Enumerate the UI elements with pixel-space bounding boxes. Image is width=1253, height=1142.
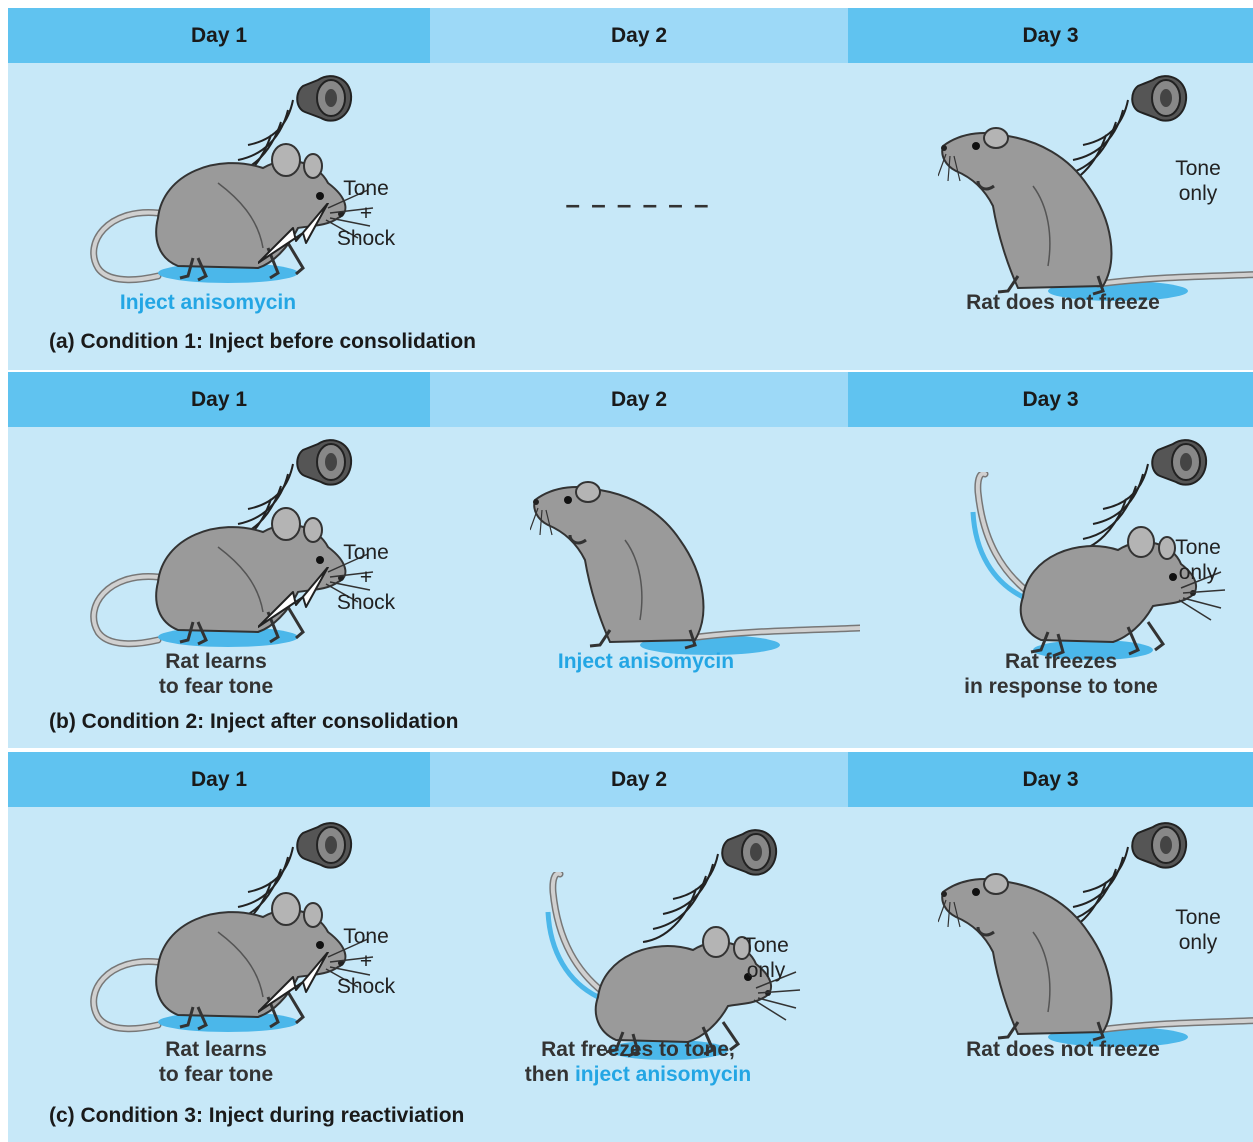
condition-1-panel: Day 1 Day 2 Day 3 Tone + Shock Inject an… (8, 8, 1253, 370)
outcome-label-line-2: then inject anisomycin (468, 1062, 808, 1087)
outcome-label: Rat does not freeze (913, 290, 1213, 315)
day-3-header: Day 3 (848, 8, 1253, 63)
stimulus-tone: Tone (1158, 905, 1238, 930)
outcome-label-line-1: Rat learns (66, 1037, 366, 1062)
rat-icon (938, 872, 1253, 1052)
day-header-row: Day 1 Day 2 Day 3 (8, 752, 1253, 807)
stimulus-shock: Shock (326, 974, 406, 999)
inject-anisomycin-label: inject anisomycin (575, 1063, 751, 1086)
stimulus-only: only (726, 958, 806, 983)
stimulus-tone: Tone (726, 933, 806, 958)
stimulus-shock: Shock (326, 226, 406, 251)
day-3-header: Day 3 (848, 372, 1253, 427)
stimulus-tone: Tone (1158, 156, 1238, 181)
day-header-row: Day 1 Day 2 Day 3 (8, 8, 1253, 63)
day-header-row: Day 1 Day 2 Day 3 (8, 372, 1253, 427)
outcome-label-line-2: to fear tone (66, 1062, 366, 1087)
outcome-label-line-1: Rat freezes to tone, (488, 1037, 788, 1062)
outcome-label: Rat does not freeze (913, 1037, 1213, 1062)
day-2-header: Day 2 (430, 752, 848, 807)
day-2-header: Day 2 (430, 8, 848, 63)
condition-caption: (b) Condition 2: Inject after consolidat… (49, 710, 459, 734)
then-text: then (525, 1063, 575, 1086)
stimulus-tone: Tone (326, 540, 406, 565)
day-1-header: Day 1 (8, 372, 430, 427)
day-3-header: Day 3 (848, 752, 1253, 807)
stimulus-only: only (1158, 181, 1238, 206)
outcome-label-line-1: Rat freezes (911, 649, 1211, 674)
day-1-header: Day 1 (8, 752, 430, 807)
stimulus-shock: Shock (326, 590, 406, 615)
outcome-label-line-2: to fear tone (66, 674, 366, 699)
stimulus-plus: + (326, 949, 406, 974)
stimulus-plus: + (326, 201, 406, 226)
no-treatment-dashes: – – – – – – (538, 192, 738, 217)
day-1-header: Day 1 (8, 8, 430, 63)
condition-caption: (a) Condition 1: Inject before consolida… (49, 330, 476, 354)
rat-icon (938, 126, 1253, 306)
stimulus-only: only (1158, 930, 1238, 955)
outcome-label-line-1: Rat learns (66, 649, 366, 674)
condition-2-panel: Day 1 Day 2 Day 3 Tone + Shock Rat learn… (8, 372, 1253, 748)
rat-icon (530, 480, 860, 660)
stimulus-tone: Tone (1158, 535, 1238, 560)
stimulus-only: only (1158, 560, 1238, 585)
stimulus-plus: + (326, 565, 406, 590)
stimulus-tone: Tone (326, 924, 406, 949)
day-2-header: Day 2 (430, 372, 848, 427)
condition-caption: (c) Condition 3: Inject during reactivia… (49, 1104, 464, 1128)
inject-anisomycin-label: Inject anisomycin (58, 290, 358, 315)
stimulus-tone: Tone (326, 176, 406, 201)
inject-anisomycin-label: Inject anisomycin (496, 649, 796, 674)
outcome-label-line-2: in response to tone (911, 674, 1211, 699)
condition-3-panel: Day 1 Day 2 Day 3 Tone + Shock Rat learn… (8, 752, 1253, 1142)
